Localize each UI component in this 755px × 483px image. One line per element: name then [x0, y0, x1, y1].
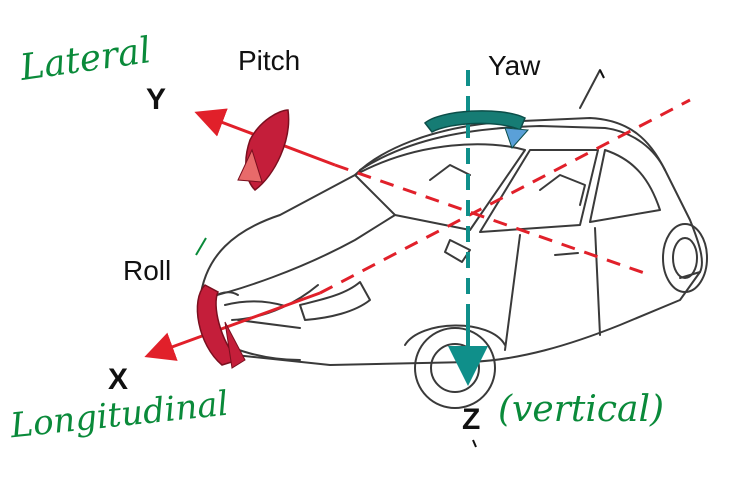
pitch-label: Pitch [238, 45, 301, 76]
y-axis-dashed-line [334, 163, 651, 277]
z-axis-label: Z [462, 403, 481, 436]
roll-label: Roll [123, 255, 172, 286]
yaw-rotation-arrow-icon [423, 110, 530, 149]
x-axis-arrow [144, 291, 321, 361]
pitch-rotation-arrow-icon [237, 109, 290, 191]
z-tick-mark [472, 439, 477, 448]
x-axis-label: X [108, 363, 129, 396]
vertical-annotation: (vertical) [498, 389, 665, 430]
yaw-label: Yaw [488, 50, 541, 81]
x-axis-dashed-line [319, 98, 691, 295]
roll-rotation-arrow-icon [196, 284, 246, 369]
y-axis-label: Y [146, 83, 167, 116]
antenna-leader [599, 69, 605, 79]
roll-mark [195, 237, 207, 256]
